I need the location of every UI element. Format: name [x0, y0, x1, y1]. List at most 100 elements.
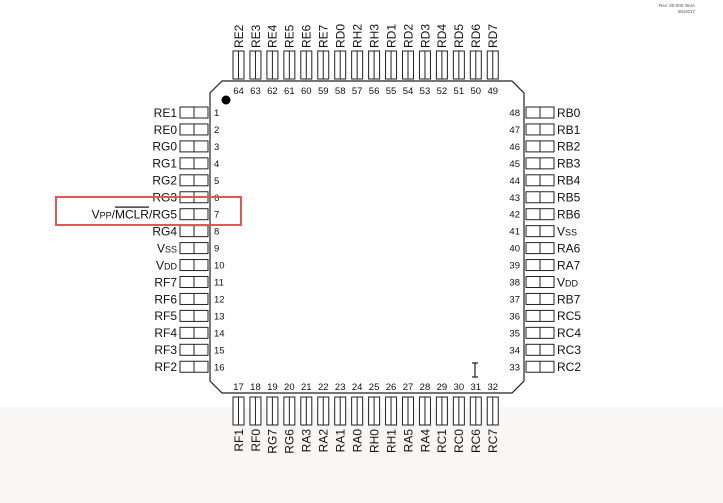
pin-label-33: RC2	[557, 360, 581, 374]
pin-label-25: RH0	[367, 429, 381, 453]
pin-pad-44	[525, 174, 555, 187]
pin-pad-40	[525, 242, 555, 255]
pin-label-49: RD7	[486, 24, 500, 48]
pin-label-44: RB4	[557, 174, 581, 188]
pin-number-25: 25	[369, 382, 380, 393]
pin-pad-62	[266, 50, 279, 80]
pin-number-35: 35	[509, 328, 520, 339]
pin-pad-7	[179, 208, 209, 221]
chip-body	[209, 80, 525, 394]
pin-label-31: RC6	[469, 429, 483, 453]
pin-pad-3	[179, 140, 209, 153]
pin-label-50: RD6	[469, 24, 483, 48]
pin-number-45: 45	[509, 159, 520, 170]
pin-number-1: 1	[214, 108, 219, 119]
pin-pad-61	[283, 50, 296, 80]
pin-number-55: 55	[386, 86, 397, 97]
pin1-indicator-dot	[221, 95, 231, 105]
pin-number-38: 38	[509, 278, 520, 289]
pin-number-58: 58	[335, 86, 346, 97]
pin-pad-56	[368, 50, 381, 80]
pin-pad-25	[368, 396, 381, 426]
pin-label-14: RF4	[154, 326, 177, 340]
pin-label-17: RF1	[232, 429, 246, 452]
pin-label-39: RA7	[557, 258, 581, 272]
pin-number-43: 43	[509, 193, 520, 204]
pin-label-29: RC1	[435, 429, 449, 453]
pin-label-51: RD5	[452, 24, 466, 48]
pin-pad-43	[525, 191, 555, 204]
pin-pad-47	[525, 123, 555, 136]
pin-pad-48	[525, 106, 555, 119]
pin-number-56: 56	[369, 86, 380, 97]
pin-label-38: VDD	[557, 275, 579, 289]
pin-number-4: 4	[214, 159, 219, 170]
pin-label-27: RA5	[401, 429, 415, 453]
pin-pad-42	[525, 208, 555, 221]
pin-pad-10	[179, 259, 209, 272]
pin-number-15: 15	[214, 345, 225, 356]
pin-pad-64	[232, 50, 245, 80]
pin-label-58: RD0	[334, 24, 348, 48]
pin-number-8: 8	[214, 227, 219, 238]
revision-line-2: 3/6/2017	[677, 9, 695, 14]
pin-pad-13	[179, 309, 209, 322]
pin-number-14: 14	[214, 328, 225, 339]
pin-number-52: 52	[437, 86, 448, 97]
pin-pad-27	[402, 396, 414, 426]
pin-label-7: VPP/MCLR/RG5	[92, 208, 178, 222]
pin-pad-52	[435, 50, 448, 80]
pin-label-43: RB5	[557, 191, 581, 205]
pin-number-20: 20	[284, 382, 295, 393]
pin-pad-36	[525, 309, 555, 322]
pin-pad-15	[179, 343, 209, 356]
pin-number-39: 39	[509, 261, 520, 272]
pin-number-21: 21	[301, 382, 312, 393]
pin-label-9: VSS	[157, 241, 177, 255]
pin-label-30: RC0	[452, 429, 466, 453]
pin-pad-8	[179, 225, 209, 238]
pin-7-highlight-box	[55, 196, 242, 226]
pin-number-40: 40	[509, 244, 520, 255]
pin-label-41: VSS	[557, 224, 577, 238]
pin-number-17: 17	[233, 382, 244, 393]
pin-number-3: 3	[214, 142, 219, 153]
pin-label-15: RF3	[154, 343, 177, 357]
pin-label-22: RA2	[317, 429, 331, 453]
pin-pad-55	[385, 50, 398, 80]
pin-number-2: 2	[214, 125, 219, 136]
pin-pad-58	[334, 50, 347, 80]
pin-pad-17	[232, 396, 245, 426]
pin-label-10: VDD	[156, 258, 178, 272]
pin-pad-39	[525, 259, 555, 272]
pin-label-8: RG4	[152, 224, 177, 238]
pin-label-1: RE1	[154, 106, 178, 120]
pin-number-47: 47	[509, 125, 520, 136]
pin-pad-2	[179, 123, 209, 136]
pin-label-52: RD4	[435, 24, 449, 48]
text-cursor-icon	[472, 362, 478, 378]
pin-number-31: 31	[471, 382, 482, 393]
pin-label-3: RG0	[152, 140, 177, 154]
pin-pad-29	[435, 396, 448, 426]
pin-pad-63	[249, 50, 262, 80]
pin-number-7: 7	[214, 210, 219, 221]
pin-number-23: 23	[335, 382, 346, 393]
pin-pad-24	[351, 396, 364, 426]
pin-number-11: 11	[214, 278, 224, 289]
pin-pad-22	[317, 396, 330, 426]
pin-number-6: 6	[214, 193, 219, 204]
pin-label-19: RG7	[266, 429, 280, 454]
pin-number-54: 54	[403, 86, 414, 97]
revision-line-1: Rev. 00-000 064A	[659, 3, 695, 8]
pin-label-20: RG6	[283, 429, 297, 454]
pin-pad-49	[486, 50, 499, 80]
pin-pad-53	[418, 50, 431, 80]
pin-label-35: RC4	[557, 326, 581, 340]
pin-pad-5	[179, 174, 209, 187]
pin-label-61: RE5	[283, 24, 297, 48]
pin-label-47: RB1	[557, 123, 581, 137]
pin-number-60: 60	[301, 86, 312, 97]
pin-pad-32	[486, 396, 499, 426]
